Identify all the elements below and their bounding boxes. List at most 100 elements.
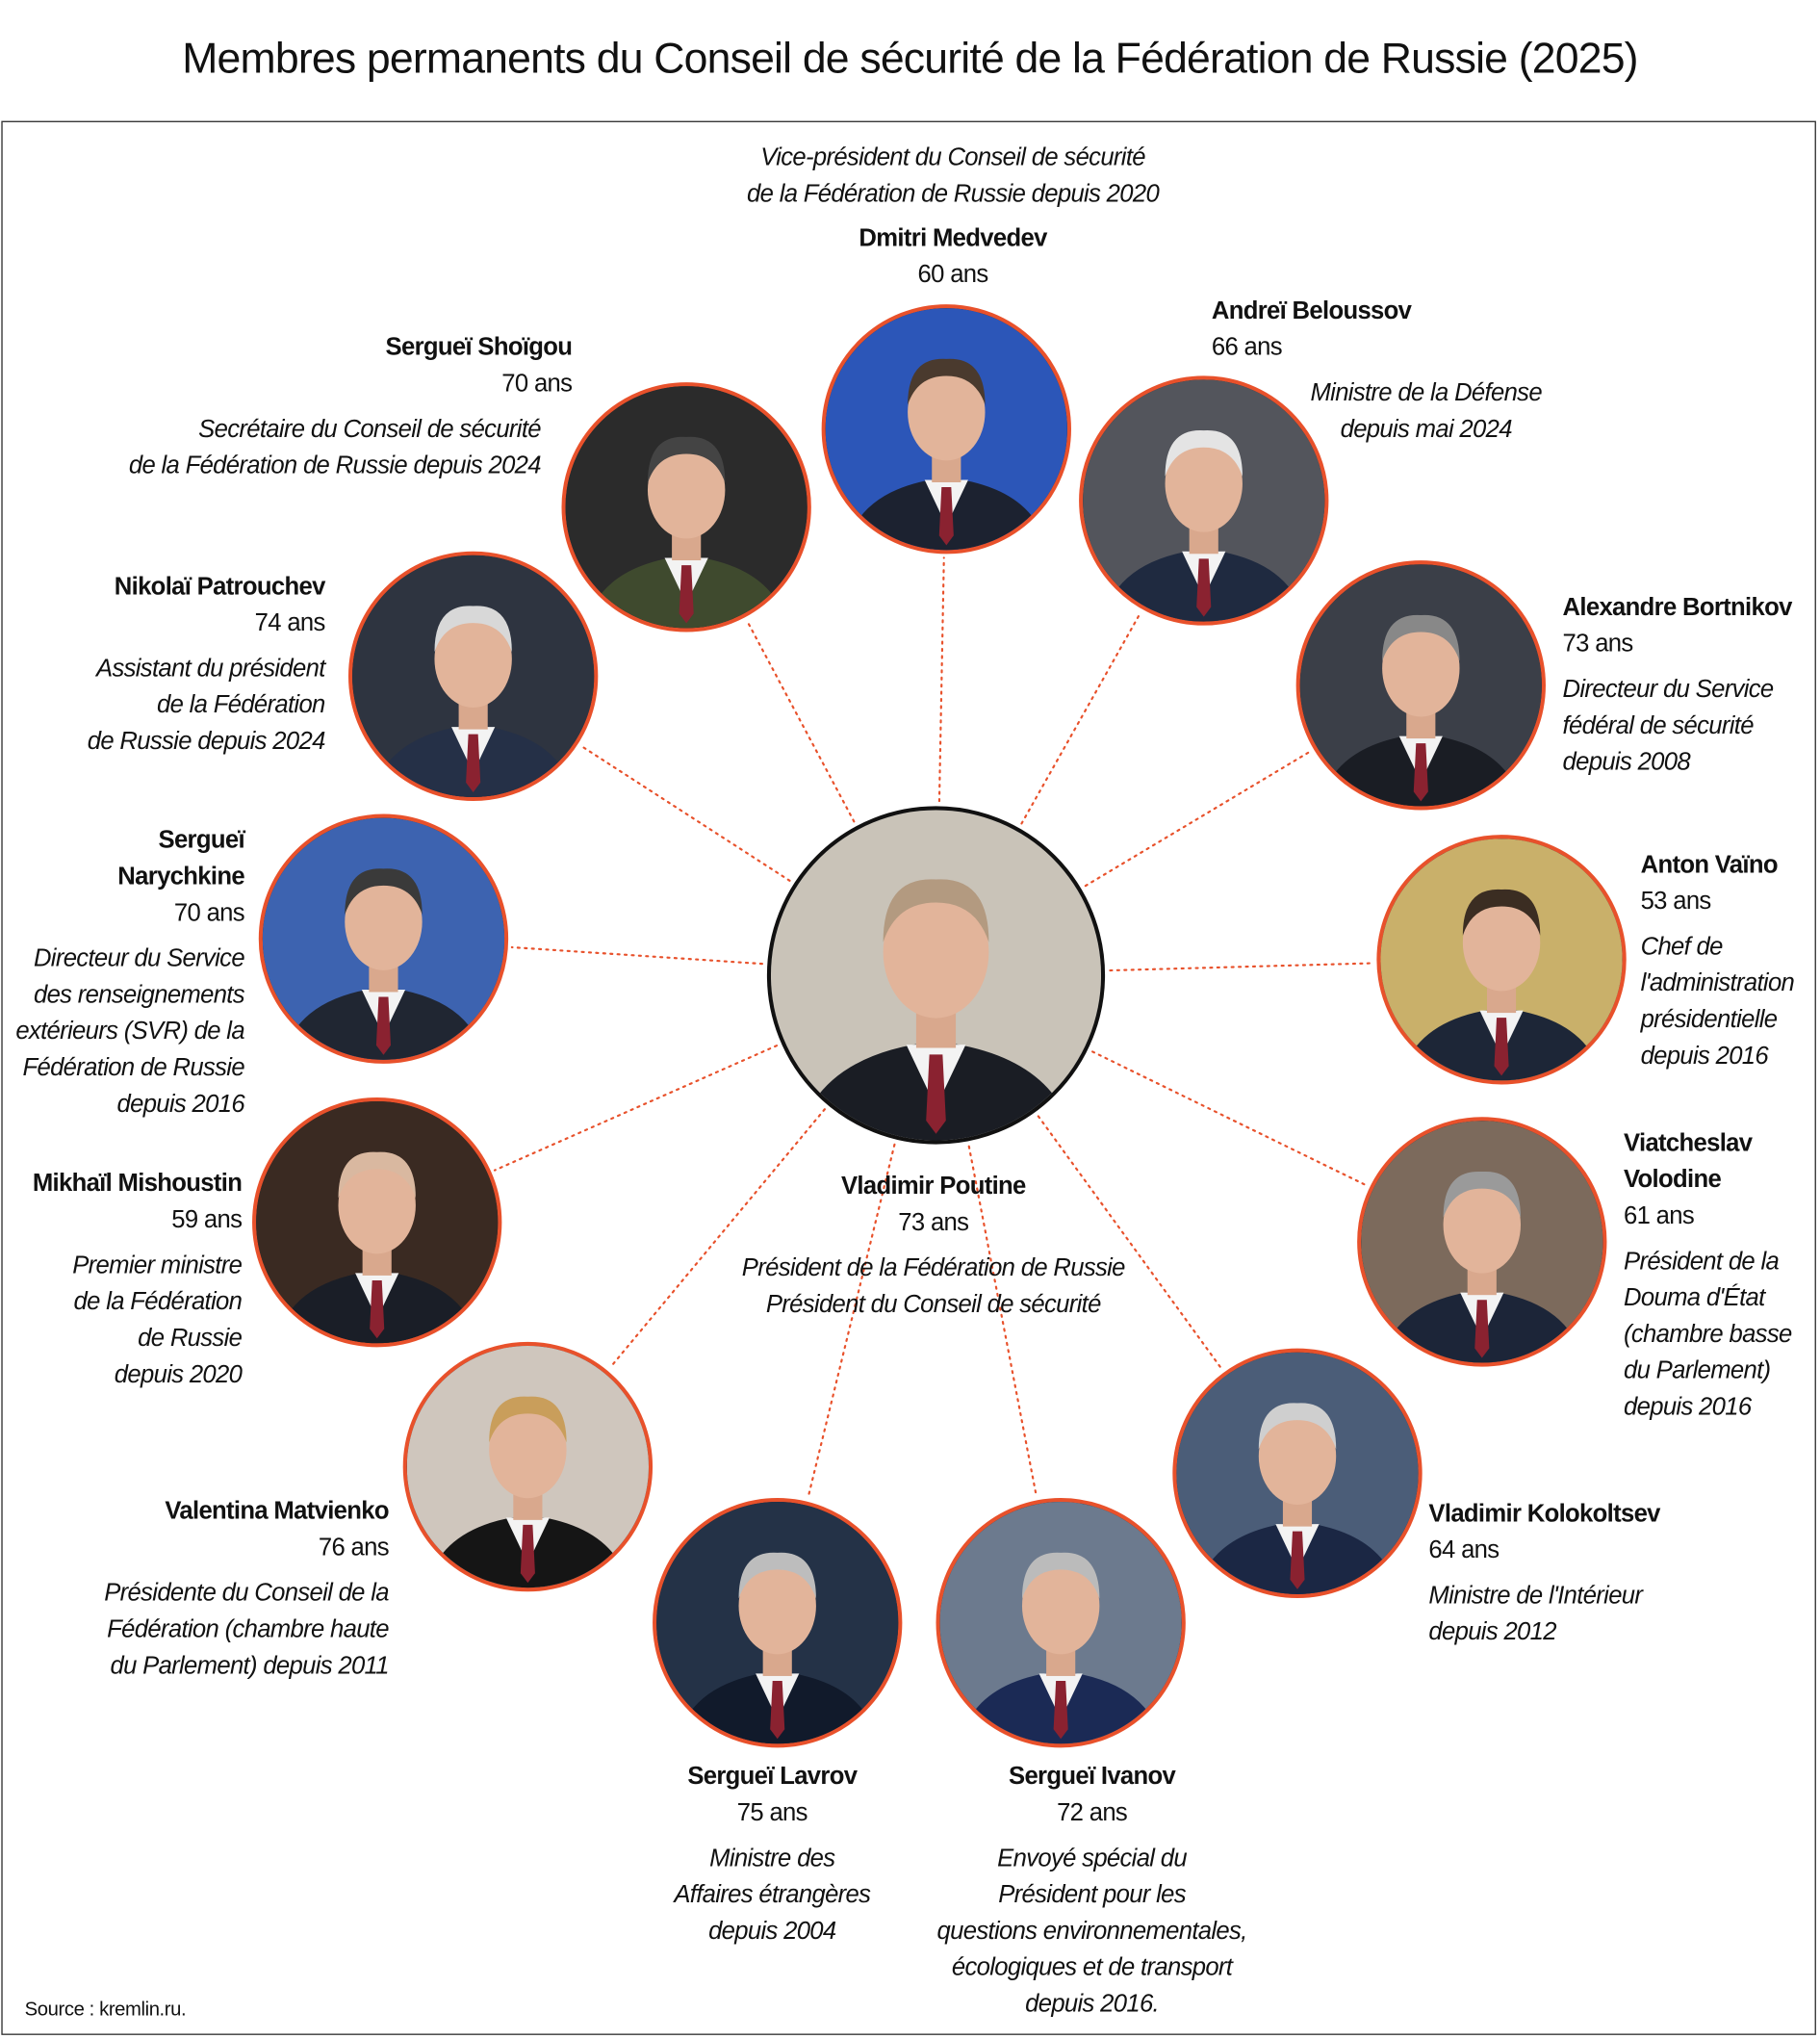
- member-role-line: Président de la Fédération de Russie: [741, 1254, 1126, 1282]
- member-name: Mikhaïl Mishoustin: [32, 1170, 243, 1198]
- portrait-medvedev: [821, 304, 1071, 555]
- member-role-line: Président pour les: [998, 1881, 1186, 1909]
- connector-line: [967, 1145, 1038, 1498]
- portrait-photo: [406, 1345, 649, 1588]
- portrait-photo: [256, 1101, 499, 1344]
- member-role-line: Vice-président du Conseil de sécurité: [760, 143, 1145, 172]
- connector-line: [807, 1143, 896, 1499]
- portrait-photo: [656, 1502, 899, 1744]
- portrait-photo: [565, 386, 807, 629]
- member-role-line: Ministre de la Défense: [1310, 379, 1542, 407]
- portrait-photo: [262, 817, 505, 1060]
- member-role: Envoyé spécial du Président pour les quest…: [832, 1842, 1351, 2024]
- member-name: Sergueï Shoïgou: [385, 334, 573, 362]
- member-role-line: depuis 2008: [1562, 749, 1691, 777]
- connector-line: [746, 619, 856, 823]
- member-name: Nikolaï Patrouchev: [114, 573, 326, 602]
- member-age: 59 ans: [171, 1206, 243, 1234]
- connector-line: [493, 1045, 779, 1172]
- member-role-line: extérieurs (SVR) de la: [15, 1018, 244, 1045]
- portrait-beloussov: [1079, 375, 1329, 626]
- member-age: 76 ans: [318, 1534, 390, 1562]
- page-title: Membres permanents du Conseil de sécurit…: [182, 34, 1638, 83]
- member-role-line: de Russie: [138, 1325, 243, 1353]
- member-role-line: Assistant du président: [96, 655, 325, 684]
- member-age: 74 ans: [254, 609, 326, 637]
- portrait-matvienko: [402, 1341, 654, 1592]
- portrait-photo: [352, 555, 595, 797]
- portrait-ivanov: [936, 1498, 1186, 1748]
- portrait-narychkine: [258, 813, 509, 1064]
- member-age: 72 ans: [1057, 1799, 1128, 1827]
- member-role-line: Directeur du Service: [1562, 676, 1775, 704]
- member-name: Vladimir Poutine: [840, 1173, 1026, 1200]
- member-role-line: Envoyé spécial du: [997, 1845, 1187, 1873]
- member-role-line: Chef de: [1640, 933, 1724, 962]
- portrait-vaino: [1376, 835, 1627, 1085]
- member-name: Sergueï Lavrov: [687, 1763, 858, 1791]
- member-role-line: depuis mai 2024: [1340, 416, 1513, 444]
- member-age: 70 ans: [173, 899, 245, 928]
- member-role-line: de la Fédération: [156, 691, 325, 719]
- member-age: 53 ans: [1640, 888, 1712, 916]
- member-role-line: fédéral de sécurité: [1562, 712, 1755, 740]
- member-name: Dmitri Medvedev: [859, 224, 1047, 253]
- member-age: 73 ans: [1562, 631, 1634, 658]
- connector-line: [579, 744, 791, 882]
- portrait-shoigu: [561, 382, 811, 632]
- member-name: Andreï Beloussov: [1211, 297, 1412, 325]
- diagram-frame: [1, 120, 1816, 2035]
- member-name: Anton Vaïno: [1640, 851, 1779, 880]
- member-name: Vladimir Kolokoltsev: [1428, 1500, 1660, 1529]
- connector-line: [608, 1108, 826, 1369]
- member-role-line: Directeur du Service: [33, 944, 245, 973]
- portrait-photo: [825, 308, 1067, 551]
- member-role-line: Présidente du Conseil de la: [104, 1580, 389, 1608]
- portrait-photo: [1083, 379, 1325, 622]
- member-age: 73 ans: [898, 1209, 969, 1237]
- member-role-line: depuis 2016: [116, 1091, 244, 1119]
- member-age: 70 ans: [501, 370, 573, 399]
- member-role-line: depuis 2016: [1624, 1393, 1752, 1422]
- portrait-photo: [1380, 839, 1623, 1081]
- portrait-photo: [1176, 1352, 1419, 1594]
- member-role-line: présidentielle: [1640, 1006, 1778, 1034]
- connector-line: [510, 945, 763, 966]
- member-name: Volodine: [1624, 1166, 1722, 1194]
- connector-line: [1109, 962, 1374, 972]
- member-role-line: questions environnementales,: [936, 1918, 1248, 1946]
- portrait-poutine: [766, 806, 1106, 1145]
- connector-line: [1037, 1115, 1223, 1371]
- member-role-line: (chambre basse: [1624, 1321, 1792, 1349]
- portrait-photo: [1361, 1121, 1603, 1363]
- source-note: Source : kremlin.ru.: [24, 1999, 187, 2021]
- portrait-kolokoltsev: [1172, 1348, 1423, 1599]
- member-age: 66 ans: [1211, 334, 1283, 362]
- member-role-line: du Parlement): [1624, 1357, 1771, 1385]
- member-age: 75 ans: [736, 1799, 808, 1827]
- member-name: Viatcheslav: [1624, 1129, 1753, 1158]
- connector-line: [1084, 750, 1312, 888]
- member-age: 64 ans: [1428, 1536, 1500, 1564]
- portrait-lavrov: [653, 1498, 903, 1748]
- member-name: Valentina Matvienko: [165, 1498, 389, 1526]
- member-role-line: Président du Conseil de sécurité: [765, 1291, 1102, 1319]
- member-role-line: Affaires étrangères: [674, 1881, 871, 1909]
